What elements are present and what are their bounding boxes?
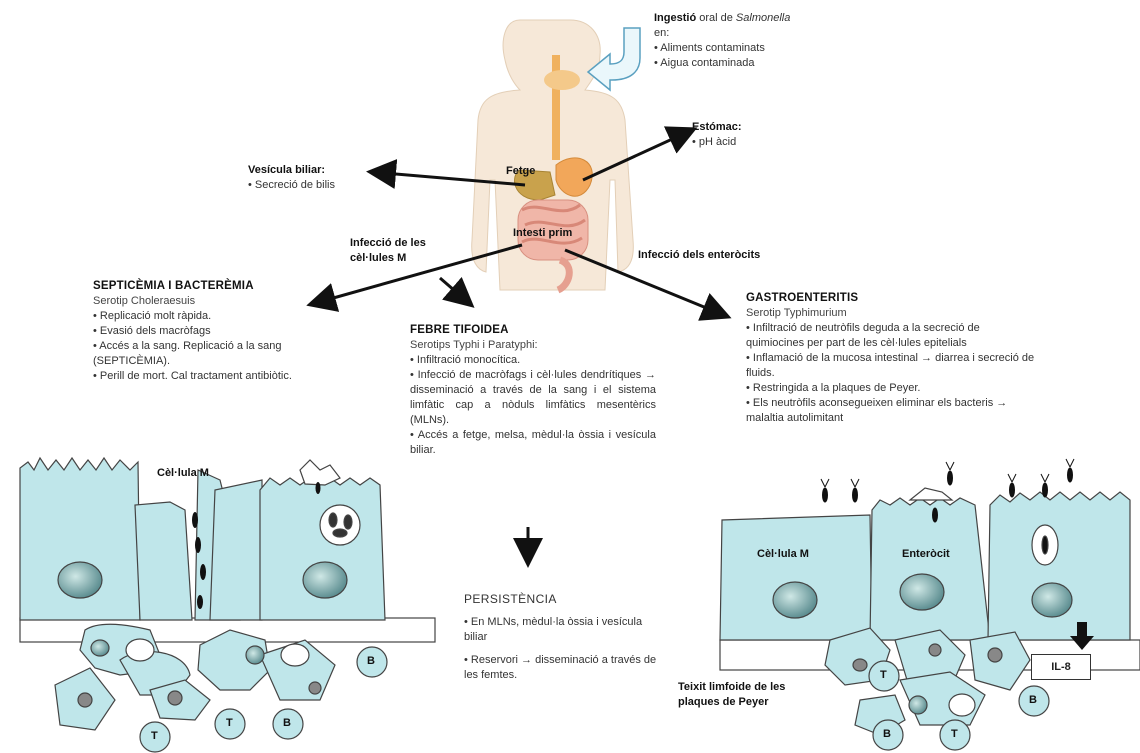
septicemia-serotype: Serotip Choleraesuis — [93, 294, 333, 309]
left-m-cell-label: Cèl·lula M — [157, 467, 209, 479]
peyer-label: Teixit limfoide de les plaques de Peyer — [678, 680, 785, 710]
lymphocyte-t-letter: T — [226, 717, 233, 729]
lymphocyte-b-letter: B — [1029, 694, 1037, 706]
gallbladder-title: Vesícula biliar: — [248, 163, 335, 178]
route-m-cells-line: Infecció de les — [350, 236, 426, 251]
ingestion-item: • Aliments contaminats — [654, 41, 884, 56]
septicemia-block: SEPTICÈMIA I BACTERÈMIA Serotip Cholerae… — [93, 279, 333, 384]
small-intestine-label: Intesti prim — [513, 227, 572, 239]
peyer-label-line: plaques de Peyer — [678, 695, 785, 710]
right-lymphoid-area — [825, 628, 1030, 735]
gastro-item: • Els neutròfils aconsegueixen eliminar … — [746, 396, 1036, 426]
typhoid-item: • Accés a fetge, melsa, mèdul·la òssia i… — [410, 428, 656, 458]
septicemia-item: • Evasió dels macròfags — [93, 324, 333, 339]
ingestion-title-rest: oral de — [696, 12, 736, 24]
gastro-block: GASTROENTERITIS Serotip Typhimurium • In… — [746, 291, 1036, 426]
ingestion-title-bold: Ingestió — [654, 12, 696, 24]
lymphocyte-b-letter: B — [367, 655, 375, 667]
gastro-item: • Restringida a la plaques de Peyer. — [746, 381, 1036, 396]
gallbladder-block: Vesícula biliar: • Secreció de bilis — [248, 163, 335, 193]
typhoid-title: FEBRE TIFOIDEA — [410, 323, 656, 338]
septicemia-item: • Accés a la sang. Replicació a la sang … — [93, 339, 333, 369]
septicemia-title: SEPTICÈMIA I BACTERÈMIA — [93, 279, 333, 294]
lymphocyte-t-letter: T — [151, 730, 158, 742]
stomach-title: Estómac: — [692, 120, 742, 135]
route-enterocytes: Infecció dels enteròcits — [638, 249, 760, 261]
lymphocyte-b-letter: B — [883, 728, 891, 740]
lymphocyte-t-letter: T — [880, 669, 887, 681]
peyer-label-line: Teixit limfoide de les — [678, 680, 785, 695]
gastro-item: • Infiltració de neutròfils deguda a la … — [746, 321, 1036, 351]
lymphocyte-t-letter: T — [951, 728, 958, 740]
gastro-serotype: Serotip Typhimurium — [746, 306, 1036, 321]
left-epithelium — [20, 458, 435, 642]
ingestion-line2: en: — [654, 26, 884, 41]
typhoid-item: • Infecció de macròfags i cèl·lules dend… — [410, 368, 656, 428]
stomach-block: Estómac: • pH àcid — [692, 120, 742, 150]
typhoid-block: FEBRE TIFOIDEA Serotips Typhi i Paratyph… — [410, 323, 656, 458]
ingestion-title-italic: Salmonella — [736, 12, 790, 24]
gastro-item: • Inflamació de la mucosa intestinal → d… — [746, 351, 1036, 381]
route-m-cells-line: cèl·lules M — [350, 251, 426, 266]
persistence-block: PERSISTÈNCIA • En MLNs, mèdul·la òssia i… — [464, 592, 664, 683]
enterocyte-label: Enteròcit — [902, 548, 950, 560]
gallbladder-item: • Secreció de bilis — [248, 178, 335, 193]
septicemia-item: • Replicació molt ràpida. — [93, 309, 333, 324]
gastro-title: GASTROENTERITIS — [746, 291, 1036, 306]
il8-box: IL-8 — [1031, 654, 1091, 680]
typhoid-serotype: Serotips Typhi i Paratyphi: — [410, 338, 656, 353]
ingestion-block: Ingestió oral de Salmonella en: • Alimen… — [654, 11, 884, 71]
septicemia-item: • Perill de mort. Cal tractament antibiò… — [93, 369, 333, 384]
right-m-cell-label: Cèl·lula M — [757, 548, 809, 560]
route-m-cells: Infecció de les cèl·lules M — [350, 236, 426, 266]
lymphocyte-b-letter: B — [283, 717, 291, 729]
persistence-item: • En MLNs, mèdul·la òssia i vesícula bil… — [464, 615, 664, 645]
stomach-item: • pH àcid — [692, 135, 742, 150]
persistence-title: PERSISTÈNCIA — [464, 592, 664, 607]
ingestion-item: • Aigua contaminada — [654, 56, 884, 71]
typhoid-item: • Infiltració monocítica. — [410, 353, 656, 368]
persistence-item: • Reservori → disseminació a través de l… — [464, 653, 664, 683]
liver-label: Fetge — [506, 165, 535, 177]
